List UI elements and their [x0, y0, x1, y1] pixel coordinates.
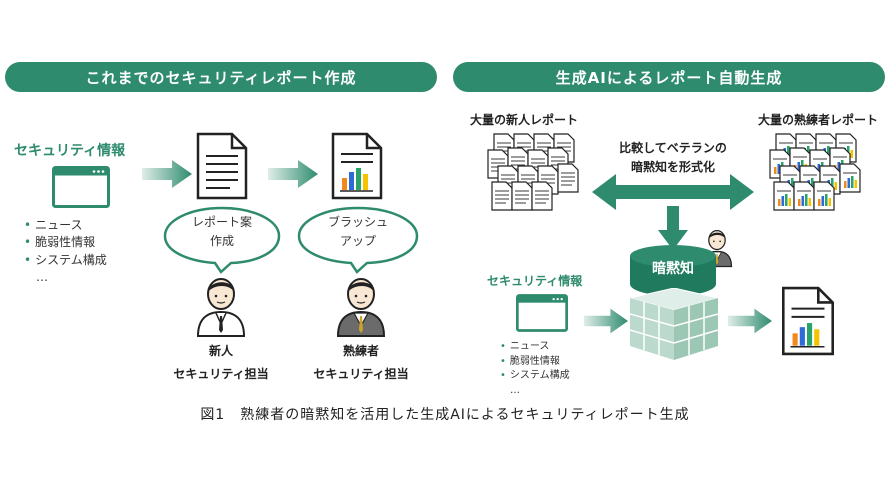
- generated-report-icon: [782, 286, 834, 356]
- right-info-bullets: •ニュース •脆弱性情報 •システム構成 …: [500, 340, 570, 398]
- bubble-text-draft: レポート案作成: [191, 215, 252, 249]
- left-info-bullets: •ニュース •脆弱性情報 •システム構成 …: [24, 217, 107, 287]
- flow-arrow-right-icon: [268, 160, 318, 188]
- list-item: •ニュース: [500, 341, 550, 352]
- list-item: •脆弱性情報: [500, 355, 560, 367]
- left-browser-window-icon: [52, 166, 110, 208]
- list-item: •システム構成: [500, 370, 570, 381]
- list-item: •ニュース: [24, 218, 83, 232]
- right-section-header: 生成AIによるレポート自動生成: [453, 62, 885, 92]
- document-icon: [196, 132, 248, 200]
- document-stack-icon: [487, 133, 579, 211]
- flow-arrow-right-icon: [728, 308, 772, 334]
- down-arrow-icon: [658, 206, 688, 250]
- tacit-knowledge-label: 暗黙知: [652, 261, 694, 277]
- list-item: •脆弱性情報: [24, 235, 96, 250]
- speech-bubble: [163, 206, 281, 274]
- flow-arrow-right-icon: [584, 308, 628, 334]
- list-item: …: [36, 270, 48, 285]
- novice-role-label: 新人セキュリティ担当: [173, 344, 269, 381]
- tacit-knowledge-cylinder-icon: [630, 245, 716, 296]
- novice-person-icon: [196, 278, 246, 337]
- report-chart-document-icon: [331, 132, 383, 200]
- new-reports-label: 大量の新人レポート: [470, 113, 579, 127]
- list-item: …: [510, 384, 520, 396]
- expert-person-icon: [336, 278, 386, 337]
- speech-bubble: [297, 206, 419, 274]
- figure-caption: 図1 熟練者の暗黙知を活用した生成AIによるセキュリティレポート生成: [200, 407, 690, 423]
- right-browser-window-icon: [516, 294, 568, 332]
- expert-reports-label: 大量の熟練者レポート: [758, 113, 879, 127]
- generative-ai-cube-icon: [629, 288, 719, 360]
- report-stack-icon: [769, 133, 861, 211]
- left-security-info-title: セキュリティ情報: [14, 143, 126, 159]
- compare-label: 比較してベテランの暗黙知を形式化: [619, 141, 727, 175]
- bubble-text-brushup: ブラッシュアップ: [327, 215, 388, 249]
- double-headed-arrow-icon: [592, 174, 754, 210]
- expert-role-label: 熟練者セキュリティ担当: [313, 344, 409, 381]
- list-item: •システム構成: [24, 252, 107, 267]
- left-section-header: これまでのセキュリティレポート作成: [5, 62, 437, 92]
- flow-arrow-right-icon: [142, 160, 192, 188]
- right-security-info-title: セキュリティ情報: [487, 274, 583, 288]
